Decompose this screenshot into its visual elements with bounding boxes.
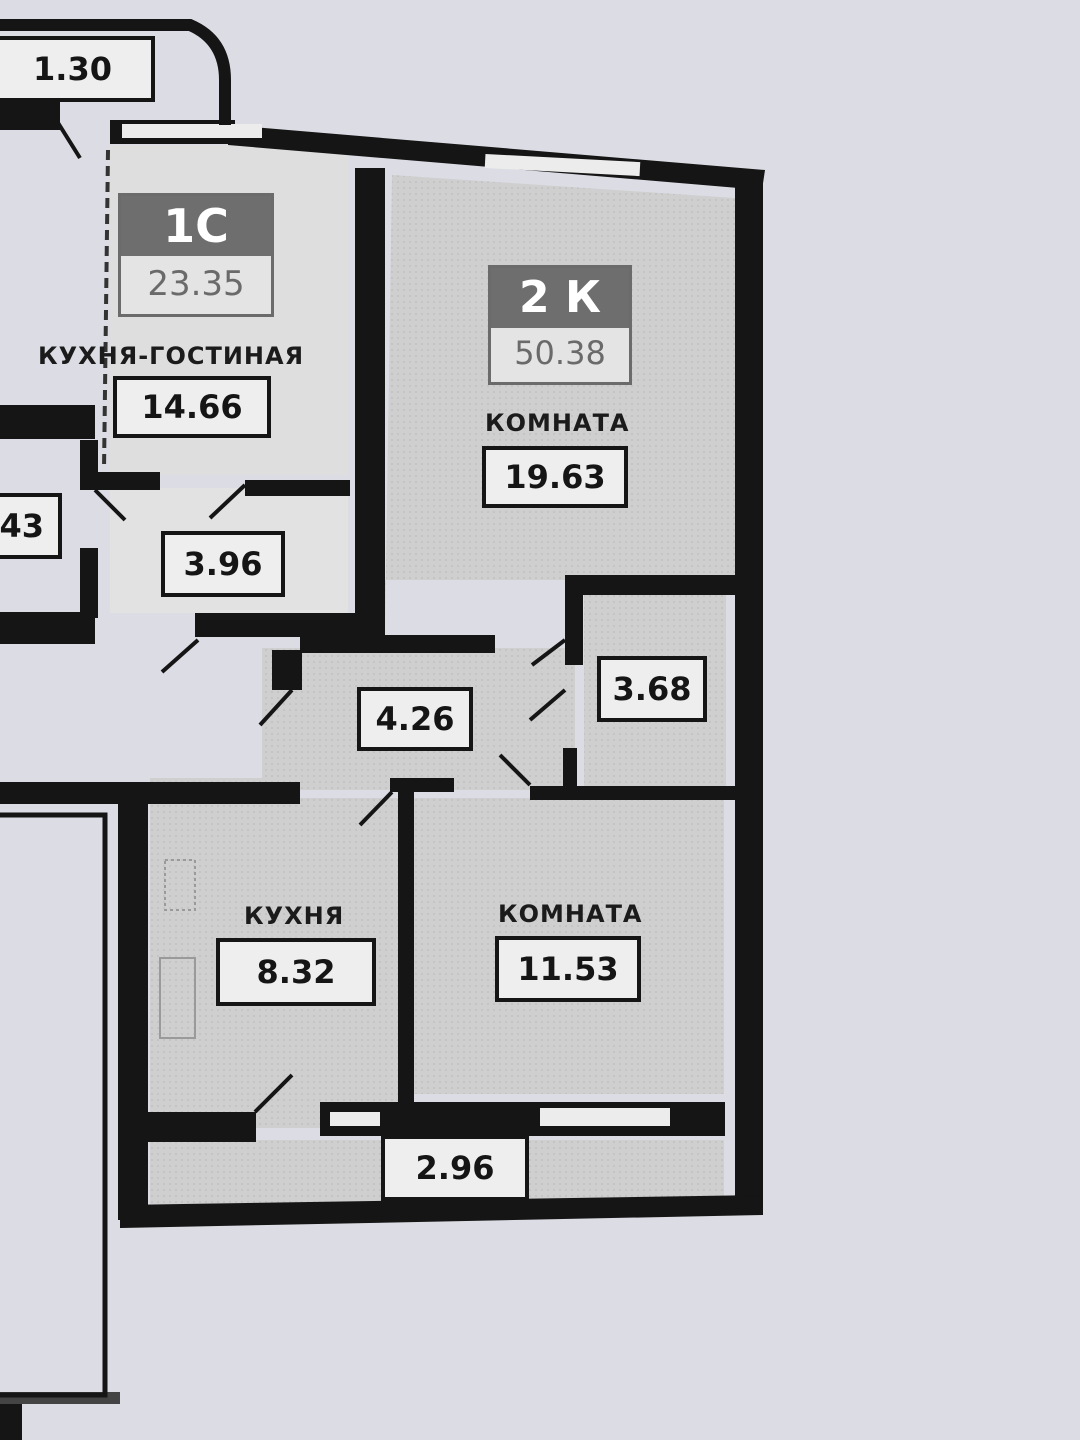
wall-bottom-outer	[120, 1195, 762, 1228]
wall-column	[272, 650, 302, 690]
wall-tl-2	[0, 1400, 22, 1440]
area-large-room: 19.63	[482, 446, 628, 508]
wall-bath-top	[565, 575, 735, 595]
wall-tl-1	[0, 100, 60, 130]
wall-partition	[398, 782, 414, 1104]
window-sill-1	[330, 1112, 380, 1126]
wall-left-2	[80, 440, 98, 480]
area-kitchen: 8.32	[216, 938, 376, 1006]
apartment-code-1c: 1С	[121, 196, 271, 256]
wall-1c-left-stub	[80, 472, 160, 490]
window-top-2k	[484, 153, 641, 177]
wall-left-4	[80, 548, 98, 618]
apartment-area-2k: 50.38	[514, 334, 606, 372]
wall-1c-bath-left	[195, 613, 360, 637]
area-bathroom-1c: 3.96	[161, 531, 285, 597]
wall-left-3	[0, 612, 95, 644]
wall-kitchen-left	[118, 800, 148, 1220]
wall-partition-cap	[390, 778, 454, 792]
area-balcony-top: 1.30	[0, 36, 155, 102]
wall-hall-top	[300, 635, 495, 653]
appliance-marks	[159, 859, 196, 1039]
room-fill-large-room	[385, 175, 735, 635]
apartment-area-1c: 23.35	[147, 264, 245, 304]
wall-1c-bath-top	[245, 480, 350, 496]
left-room-frame	[0, 812, 108, 1398]
wall-bath-stub	[563, 748, 577, 788]
wall-right-outer	[735, 170, 763, 1215]
left-apartment-outline	[0, 812, 108, 1398]
apartment-badge-1c: 1С 23.35	[118, 193, 274, 317]
wall-corridor	[0, 782, 300, 804]
balcony-top-outline	[0, 19, 231, 125]
wall-bath-left	[565, 575, 583, 665]
wall-bath-bottom	[530, 786, 735, 800]
wall-kitchen-bottom	[148, 1112, 256, 1142]
windows	[122, 124, 641, 177]
area-balcony-2k: 2.96	[381, 1135, 529, 1201]
area-small-room: 11.53	[495, 936, 641, 1002]
apartment-badge-2k: 2 К 50.38	[488, 265, 632, 385]
room-label-kitchen: КУХНЯ	[244, 902, 345, 930]
door-swings	[48, 108, 567, 1114]
window-1c	[122, 124, 262, 138]
wall-2k-left	[355, 168, 385, 638]
apartment-code-2k: 2 К	[491, 268, 629, 328]
room-label-kitchen-living: КУХНЯ-ГОСТИНАЯ	[38, 342, 305, 370]
area-bathroom-2k: 3.68	[597, 656, 707, 722]
area-hallway-2k: 4.26	[357, 687, 473, 751]
area-left-partial: 43	[0, 493, 62, 559]
room-label-small-room: КОМНАТА	[498, 900, 643, 928]
room-label-large-room: КОМНАТА	[485, 409, 630, 437]
dashed-boundary	[102, 149, 110, 471]
area-kitchen-living: 14.66	[113, 376, 271, 438]
window-sill-2	[540, 1108, 670, 1126]
wall-left-1	[0, 405, 95, 439]
